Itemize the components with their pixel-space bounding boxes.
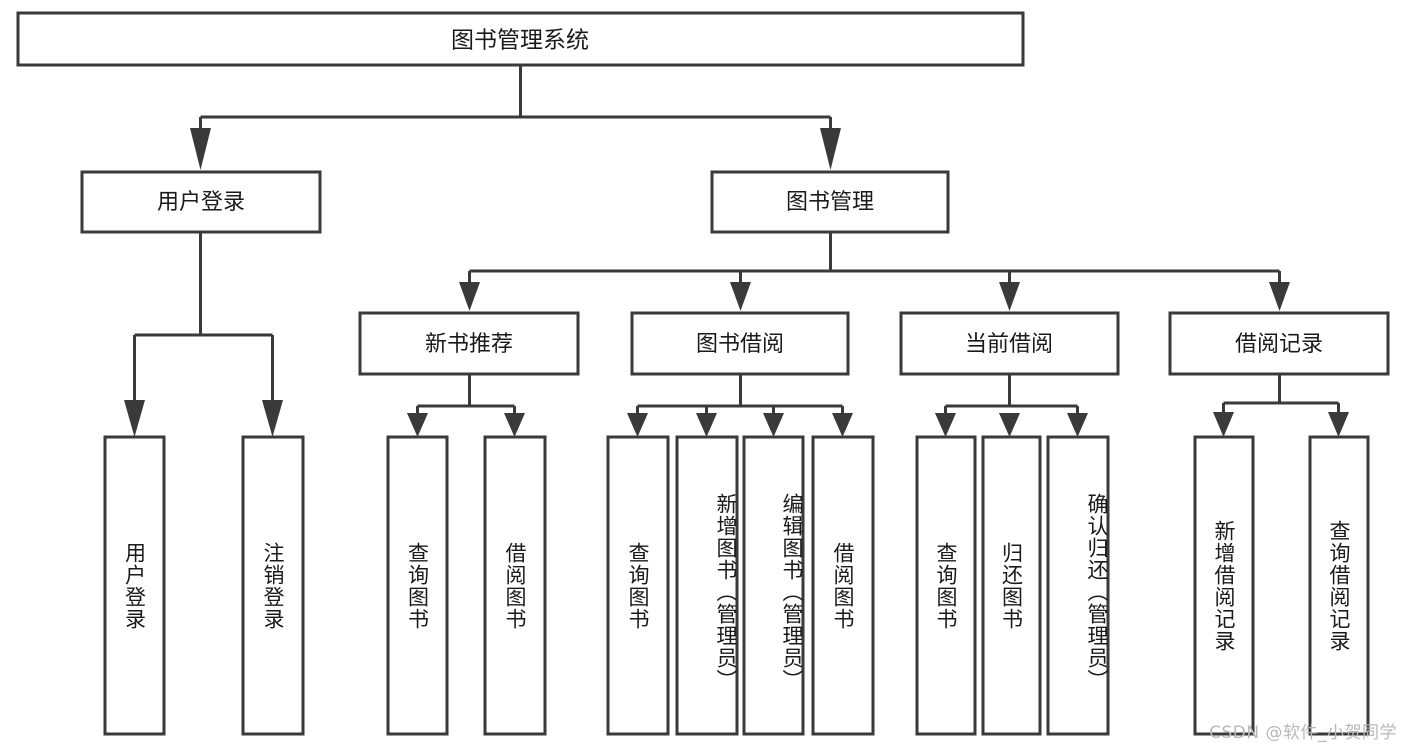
leaf-box-query-book-2[interactable] bbox=[606, 435, 670, 736]
node-root[interactable]: 图书管理系统 bbox=[16, 11, 1025, 67]
node-root-label: 图书管理系统 bbox=[451, 28, 589, 54]
node-new-book-recommend-label: 新书推荐 bbox=[425, 332, 513, 357]
node-current-borrow-label: 当前借阅 bbox=[965, 332, 1053, 357]
leaf-box-query-book-1[interactable] bbox=[386, 435, 449, 736]
leaf-box-borrow-book-2[interactable] bbox=[811, 435, 875, 736]
node-user-login-label: 用户登录 bbox=[157, 190, 245, 215]
arrow-head-icon bbox=[999, 282, 1020, 311]
leaf-box-user-login[interactable] bbox=[103, 435, 166, 736]
arrow-head-icon bbox=[763, 413, 784, 437]
node-user-login-box[interactable] bbox=[80, 170, 322, 234]
arrow-head-icon bbox=[1213, 412, 1234, 437]
arrow-head-icon bbox=[832, 413, 853, 437]
arrow-head-icon bbox=[124, 400, 145, 437]
leaf-box-confirm-return[interactable] bbox=[1046, 435, 1110, 736]
connector-current-borrow-to-leaves bbox=[935, 374, 1088, 437]
connector-book-borrow-to-leaves bbox=[627, 374, 853, 437]
arrow-head-icon bbox=[504, 413, 525, 437]
node-root-box[interactable] bbox=[16, 11, 1025, 67]
arrow-head-icon bbox=[459, 282, 480, 311]
node-current-borrow[interactable]: 当前借阅 bbox=[899, 311, 1120, 376]
connector-user-login-to-leaves bbox=[124, 232, 283, 437]
arrow-head-icon bbox=[730, 282, 751, 311]
connector-new-book-recommend-to-leaves bbox=[407, 374, 525, 437]
leaf-box-edit-book[interactable] bbox=[742, 435, 805, 736]
arrow-head-icon bbox=[1269, 282, 1290, 311]
arrow-head-icon bbox=[1067, 413, 1088, 437]
node-borrow-record[interactable]: 借阅记录 bbox=[1168, 311, 1390, 376]
arrow-head-icon bbox=[820, 128, 841, 170]
arrow-head-icon bbox=[999, 413, 1020, 437]
watermark-text: CSDN @软件_小贺同学 bbox=[1209, 723, 1397, 743]
leaf-box-add-record[interactable] bbox=[1193, 435, 1255, 736]
node-current-borrow-box[interactable] bbox=[899, 311, 1120, 376]
leaf-box-query-record[interactable] bbox=[1308, 435, 1370, 736]
arrow-head-icon bbox=[935, 413, 956, 437]
connector-root-to-level1 bbox=[190, 65, 841, 170]
leaf-box-return-book[interactable] bbox=[981, 435, 1042, 736]
arrow-head-icon bbox=[407, 413, 428, 437]
connector-book-manage-to-level2 bbox=[459, 232, 1290, 311]
leaf-box-user-logout[interactable] bbox=[241, 435, 305, 736]
leaf-box-add-book[interactable] bbox=[675, 435, 739, 736]
node-book-borrow[interactable]: 图书借阅 bbox=[630, 311, 850, 376]
node-book-borrow-label: 图书借阅 bbox=[696, 332, 784, 357]
arrow-head-icon bbox=[262, 400, 283, 437]
node-book-manage-label: 图书管理 bbox=[786, 190, 874, 215]
node-book-manage[interactable]: 图书管理 bbox=[710, 170, 950, 234]
arrow-head-icon bbox=[190, 128, 211, 170]
node-new-book-recommend-box[interactable] bbox=[358, 311, 580, 376]
leaf-box-borrow-book-1[interactable] bbox=[483, 435, 547, 736]
arrow-head-icon bbox=[696, 413, 717, 437]
arrow-head-icon bbox=[627, 413, 648, 437]
node-new-book-recommend[interactable]: 新书推荐 bbox=[358, 311, 580, 376]
arrow-head-icon bbox=[1328, 412, 1349, 437]
connector-borrow-record-to-leaves bbox=[1213, 374, 1349, 437]
node-user-login[interactable]: 用户登录 bbox=[80, 170, 322, 234]
node-borrow-record-label: 借阅记录 bbox=[1235, 332, 1323, 357]
leaf-box-query-book-3[interactable] bbox=[915, 435, 977, 736]
